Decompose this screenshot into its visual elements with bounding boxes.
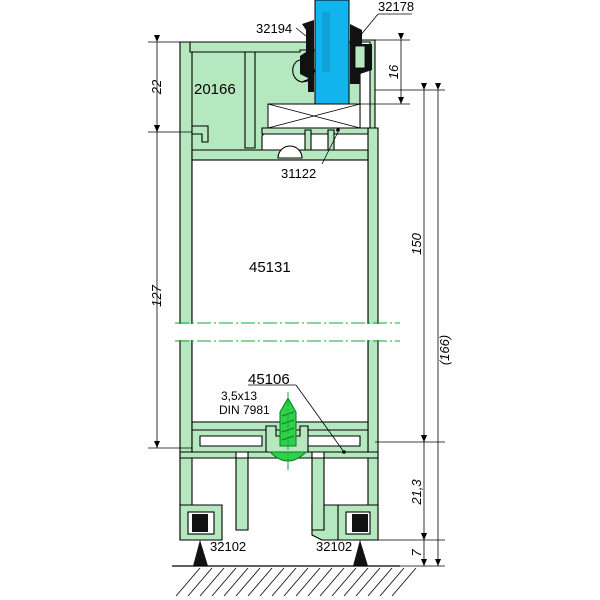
leader-45106 (295, 384, 345, 453)
floor-hatch-line (223, 567, 249, 597)
dim-text-166: (166) (437, 335, 452, 365)
leader-32194 (295, 27, 307, 37)
lower-base-right (323, 451, 379, 459)
floor-hatch-line (331, 567, 357, 597)
floor-hatch-line (391, 567, 417, 597)
dim-text-21: 21,3 (409, 479, 424, 506)
floor-hatch-line (283, 567, 309, 597)
floor-hatch-line (295, 567, 321, 597)
break-lines (175, 322, 400, 342)
label-gasket-outer: 32194 (256, 21, 292, 36)
floor-hatch-line (319, 567, 345, 597)
floor-hatching (175, 567, 417, 597)
label-glazing-bead: 31122 (281, 166, 316, 181)
gasket-outer (300, 20, 314, 92)
floor-hatch-line (367, 567, 393, 597)
seal-right-lip (353, 540, 368, 566)
gasket-inner-core (354, 45, 366, 69)
floor-hatch-line (259, 567, 285, 597)
label-main-profile: 45131 (249, 259, 291, 276)
screw-thread-3 (281, 427, 295, 433)
floor-hatch-line (355, 567, 381, 597)
floor-hatch-line (307, 567, 333, 597)
dim-text-16: 16 (386, 64, 401, 79)
floor-hatch-line (235, 567, 261, 597)
dim-text-7: 7 (409, 549, 424, 557)
label-top-profile: 20166 (194, 81, 236, 98)
floor-hatch-line (271, 567, 297, 597)
glass-highlight (322, 12, 330, 72)
bead-leg-left (304, 129, 312, 151)
main-chamber (191, 159, 369, 423)
leader-45106-dot (342, 450, 346, 454)
floor-hatch-line (379, 567, 405, 597)
seal-left-lip (193, 540, 208, 566)
dim-text-22: 22 (149, 79, 164, 95)
glazing-bead-web (261, 127, 369, 135)
right-dimensions: 16 150 (166) 21,3 7 (360, 33, 452, 567)
part-labels: 32194 32178 20166 31122 45131 45106 3,5x… (194, 0, 414, 554)
dim-text-127: 127 (149, 284, 164, 306)
setting-block-cross-2 (267, 103, 361, 129)
left-wall (179, 41, 193, 541)
bead-leg-right (327, 129, 335, 151)
left-dimensions: 22 127 (148, 35, 192, 449)
leader-31122 (321, 131, 339, 165)
top-left-leg (191, 125, 209, 143)
dim-text-150: 150 (409, 232, 424, 254)
lower-rib-2 (311, 457, 325, 531)
floor-hatch-line (343, 567, 369, 597)
seal-right-body (352, 514, 368, 532)
leader-lines (248, 13, 412, 454)
screw-assembly (268, 392, 308, 470)
floor-hatch-line (187, 567, 213, 597)
label-seal-left: 32102 (210, 539, 246, 554)
floor-hatch-line (199, 567, 225, 597)
label-seal-right: 32102 (316, 539, 352, 554)
lower-rib-1 (235, 457, 249, 531)
leader-32178 (359, 13, 379, 37)
bottom-profile-cavity-left (199, 435, 263, 447)
glass-pane (314, 0, 350, 105)
label-gasket-inner: 32178 (378, 0, 414, 14)
floor-hatch-line (247, 567, 273, 597)
label-screw-size: 3,5x13 (221, 389, 257, 403)
seal-left-body (192, 514, 208, 532)
floor-seals (172, 514, 417, 597)
glazing (267, 0, 372, 129)
top-inner-leg (244, 51, 256, 149)
channel-round (277, 145, 303, 159)
floor-hatch-line (211, 567, 237, 597)
floor-hatch-line (175, 567, 201, 597)
lower-base-left (179, 451, 237, 459)
label-screw-norm: DIN 7981 (219, 403, 270, 417)
bottom-profile-cavity-right (299, 435, 361, 447)
leader-31122-dot (336, 128, 340, 132)
break-gap (176, 324, 386, 340)
top-chamber (180, 41, 319, 83)
label-bottom-profile: 45106 (248, 371, 290, 388)
screw-head (268, 451, 308, 462)
